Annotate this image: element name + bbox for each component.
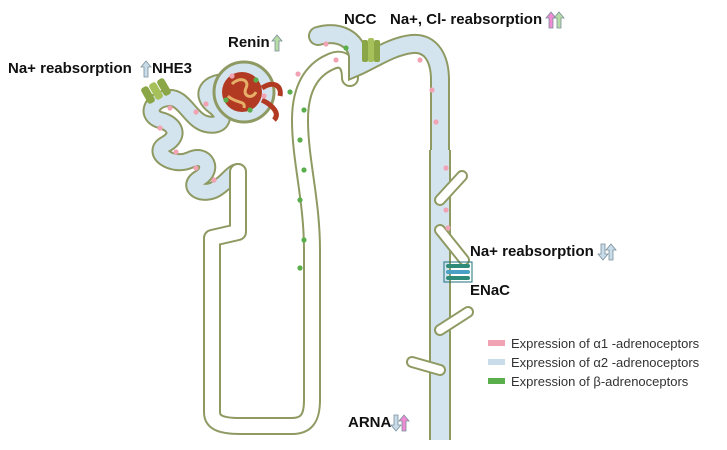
nhe3-reabsorption-label: Na+ reabsorption	[8, 60, 132, 77]
receptor-dot	[301, 237, 307, 243]
receptor-dot	[301, 107, 307, 113]
adrenoceptor-dots	[157, 41, 451, 271]
receptor-dot	[193, 109, 199, 115]
collecting-duct	[406, 150, 474, 440]
receptor-dot	[429, 87, 435, 93]
receptor-dot	[203, 101, 209, 107]
legend-swatch-beta	[488, 378, 505, 384]
receptor-dot	[443, 165, 449, 171]
distal-tubule	[308, 24, 450, 160]
enac-alpha2-up-arrow-icon	[605, 243, 617, 261]
receptor-dot	[343, 45, 349, 51]
legend-label-alpha2: Expression of α2 -adrenoceptors	[511, 354, 700, 370]
legend-swatch-alpha2	[488, 359, 505, 365]
enac-reabsorption-label: Na+ reabsorption	[470, 243, 594, 260]
receptor-dot	[173, 149, 179, 155]
legend-label-alpha1: Expression of α1 -adrenoceptors	[511, 335, 700, 351]
receptor-dot	[287, 89, 293, 95]
proximal-tubule	[142, 72, 247, 201]
renin-up-arrow-icon	[271, 34, 283, 52]
receptor-dot	[297, 137, 303, 143]
ncc-beta-up-arrow-icon	[553, 11, 565, 29]
arna-up-arrow-icon	[398, 414, 410, 432]
receptor-dot	[229, 73, 235, 79]
receptor-dot	[297, 265, 303, 271]
legend-item-alpha2: Expression of α2 -adrenoceptors	[488, 353, 699, 371]
receptor-dot	[301, 167, 307, 173]
enac-alpha2-down-arrow-icon	[597, 243, 609, 261]
receptor-dot	[433, 119, 439, 125]
loop-of-henle	[203, 50, 359, 435]
receptor-dot	[223, 97, 229, 103]
glomerulus	[212, 60, 283, 124]
nhe3-up-arrow-icon	[140, 60, 152, 78]
receptor-dot	[193, 165, 199, 171]
receptor-dot	[443, 207, 449, 213]
receptor-dot	[323, 41, 329, 47]
receptor-dot	[417, 57, 423, 63]
receptor-dot	[445, 225, 451, 231]
ncc-transporter-icon	[362, 38, 380, 62]
receptor-dot	[333, 57, 339, 63]
ncc-reabsorption-label: Na+, Cl- reabsorption	[390, 11, 543, 28]
arna-label: ARNA	[348, 414, 392, 431]
legend-item-beta: Expression of β-adrenoceptors	[488, 372, 688, 390]
receptor-dot	[211, 177, 217, 183]
receptor-dot	[247, 107, 253, 113]
receptor-dot	[167, 105, 173, 111]
enac-channel-icon	[443, 261, 473, 283]
legend-label-beta: Expression of β-adrenoceptors	[511, 373, 689, 389]
receptor-dot	[261, 93, 267, 99]
receptor-dot	[295, 71, 301, 77]
legend-item-alpha1: Expression of α1 -adrenoceptors	[488, 334, 699, 352]
nhe3-transporter-icon	[141, 78, 171, 104]
receptor-dot	[157, 125, 163, 131]
enac-label: ENaC	[470, 282, 511, 299]
nhe3-label: NHE3	[152, 60, 193, 77]
renin-label: Renin	[228, 34, 270, 51]
receptor-dot	[253, 77, 259, 83]
ncc-alpha1-up-arrow-icon	[545, 11, 557, 29]
regulation-arrows	[140, 11, 617, 432]
arna-down-arrow-icon	[390, 414, 402, 432]
legend-swatch-alpha1	[488, 340, 505, 346]
receptor-dot	[297, 197, 303, 203]
ncc-label: NCC	[344, 11, 377, 28]
